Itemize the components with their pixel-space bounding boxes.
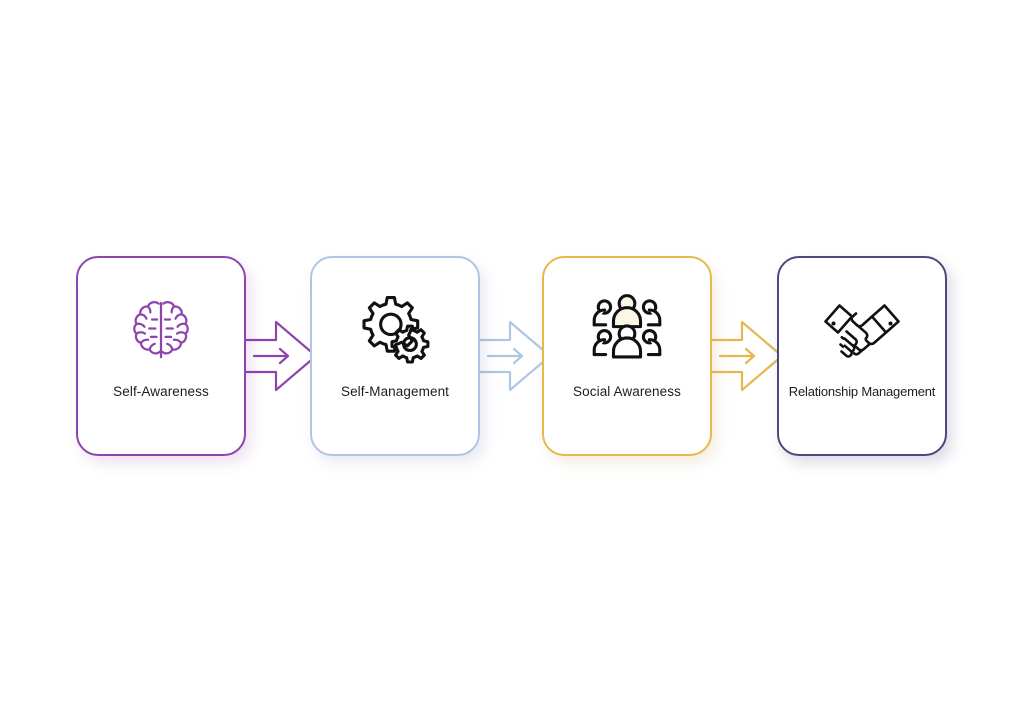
handshake-icon [822,290,902,368]
stage-card[interactable]: Social Awareness [542,256,712,456]
stage-card-content: Self-Awareness [78,258,244,454]
people-group-icon [589,290,665,368]
stage-social-awareness[interactable]: Social Awareness [542,256,784,456]
stage-relationship-management[interactable]: Relationship Management [777,256,947,456]
stage-card-content: Social Awareness [544,258,710,454]
stage-self-management[interactable]: Self-Management [310,256,552,456]
gears-icon [357,290,433,368]
process-flow-row: Self-Awareness [0,256,1024,466]
stage-self-awareness[interactable]: Self-Awareness [76,256,318,456]
stage-label: Relationship Management [788,384,936,399]
stage-label: Self-Awareness [113,384,209,399]
stage-card[interactable]: Relationship Management [777,256,947,456]
stage-card-content: Self-Management [312,258,478,454]
stage-card[interactable]: Self-Management [310,256,480,456]
stage-label: Social Awareness [573,384,681,399]
brain-icon [125,290,197,368]
stage-label: Self-Management [340,384,450,399]
stage-card-content: Relationship Management [779,258,945,454]
stage-card[interactable]: Self-Awareness [76,256,246,456]
